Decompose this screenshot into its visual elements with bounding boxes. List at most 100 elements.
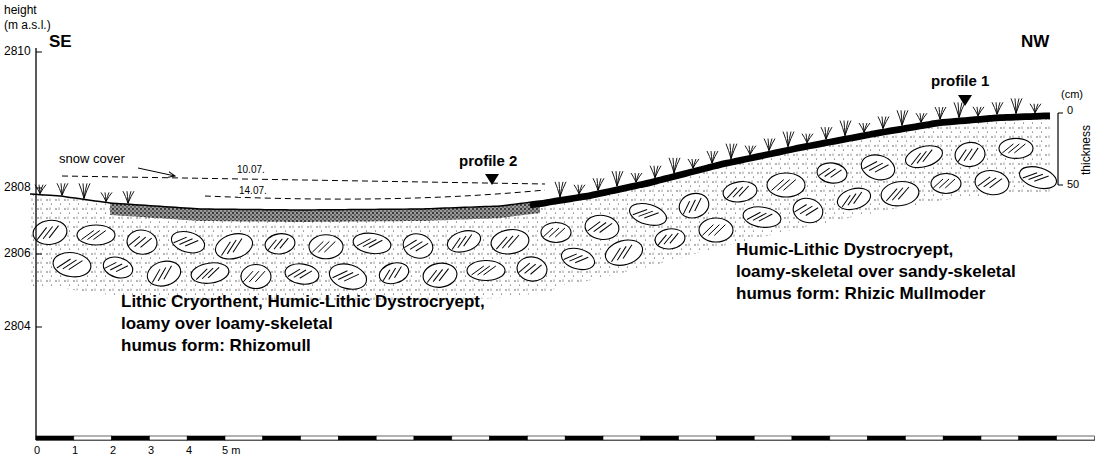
axis-unit: (m a.s.l.) <box>3 19 52 33</box>
grass-tuft <box>935 107 946 119</box>
grass-tuft <box>631 173 642 182</box>
stone <box>790 195 825 226</box>
axis-value: 2806 <box>3 247 32 261</box>
scale-value: 2 <box>109 444 117 457</box>
height-axis <box>35 48 36 440</box>
humus-form-label: humus form: Rhizic Mullmoder <box>735 284 986 304</box>
stone <box>490 227 531 256</box>
soil-fill <box>30 113 1050 302</box>
axis-value: 2808 <box>3 181 32 195</box>
stone <box>583 213 620 241</box>
axis-tick <box>1058 185 1063 186</box>
grass-tuft <box>669 158 680 173</box>
grass-tuft <box>878 117 889 129</box>
axis-tick <box>36 52 42 53</box>
axis-tick <box>1058 113 1063 114</box>
stone <box>722 179 758 204</box>
grass-tuft <box>992 102 1003 114</box>
grass-tuft <box>555 182 566 197</box>
stones <box>31 138 1059 293</box>
axis-value: 2810 <box>3 45 32 59</box>
scale-value: 5 m <box>221 444 241 457</box>
grass-tuft <box>821 127 832 139</box>
stone <box>421 261 458 289</box>
stone <box>602 236 645 270</box>
stone <box>326 260 369 294</box>
axis-tick <box>36 254 42 255</box>
grass-tuft <box>574 185 585 194</box>
stone <box>999 138 1033 158</box>
stone <box>654 227 686 251</box>
stone <box>515 255 548 283</box>
scale-title: thickness <box>1080 124 1094 176</box>
scale-value: 4 <box>185 444 193 457</box>
profile-marker <box>485 174 499 185</box>
snow-line <box>62 176 545 184</box>
humus-form-label: humus form: Rhizomull <box>120 336 312 356</box>
humus-layer <box>530 116 1050 205</box>
grass-tuft <box>650 166 661 178</box>
stone <box>676 190 711 221</box>
soil-texture-label: loamy over loamy-skeletal <box>120 314 334 334</box>
soil-class-label: Lithic Cryorthent, Humic-Lithic Dystrocr… <box>120 292 486 312</box>
stone <box>559 245 597 274</box>
stone <box>309 235 343 259</box>
soil-texture-label: loamy-skeletal over sandy-skeletal <box>735 262 1017 282</box>
stone <box>627 200 669 230</box>
stone <box>352 231 392 256</box>
grass-tuft <box>1011 98 1022 113</box>
direction-label: NW <box>1020 32 1050 52</box>
stone <box>1017 163 1059 193</box>
grass-tuft <box>783 132 794 147</box>
scale-value: 3 <box>147 444 155 457</box>
date-label: 14.07. <box>238 185 268 197</box>
axis-title: height <box>3 4 38 18</box>
stone <box>264 232 296 256</box>
grass-tuft <box>57 183 68 195</box>
stone <box>52 250 93 279</box>
stone <box>212 230 255 264</box>
profile-label: profile 2 <box>458 152 518 169</box>
stone <box>953 141 986 169</box>
grass-tuft <box>707 151 718 163</box>
thickness-scale <box>1057 113 1058 185</box>
stone <box>858 151 897 183</box>
stone <box>400 230 435 261</box>
profile-marker <box>958 95 972 106</box>
vegetation <box>35 98 1041 203</box>
stone <box>767 173 805 197</box>
stone <box>125 228 158 256</box>
stone <box>742 205 782 230</box>
axis-tick <box>36 188 42 189</box>
stone <box>467 261 505 281</box>
soil-body <box>30 113 1050 302</box>
scale-bar <box>36 436 1094 440</box>
grass-tuft <box>35 185 46 194</box>
stone <box>973 168 1010 196</box>
grass-tuft <box>726 144 737 159</box>
grass-tuft <box>840 121 851 136</box>
stone <box>445 227 483 256</box>
grass-tuft <box>954 102 965 117</box>
soil-class-label: Humic-Lithic Dystrocryept, <box>735 240 954 260</box>
grass-tuft <box>897 110 908 125</box>
stone <box>31 218 68 246</box>
scale-value: 1 <box>71 444 79 457</box>
grass-tuft <box>764 139 775 151</box>
grass-tuft <box>802 134 813 143</box>
scale-value: 50 <box>1066 178 1080 191</box>
stone <box>101 254 135 281</box>
grass-tuft <box>101 192 112 201</box>
ground-surface <box>30 113 1050 210</box>
stone <box>241 265 271 289</box>
stone <box>541 222 571 242</box>
grass-tuft <box>688 159 699 168</box>
stone <box>903 142 945 172</box>
grass-tuft <box>916 113 927 122</box>
axis-value: 2804 <box>3 320 32 334</box>
stone <box>284 262 320 287</box>
grass-tuft <box>79 183 90 198</box>
note-label: snow cover <box>58 152 126 167</box>
